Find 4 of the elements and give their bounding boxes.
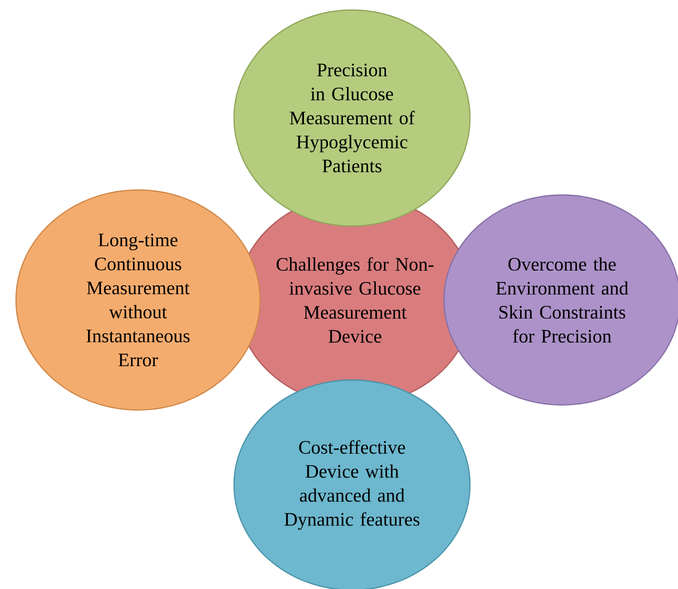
circle-node: Cost-effective Device with advanced and Dynamic features xyxy=(233,379,471,589)
circle-node: Long-time Continuous Measurement without Instantaneous Error xyxy=(15,189,261,411)
circle-node: Precision in Glucose Measurement of Hypoglycemic Patients xyxy=(233,9,471,227)
circle-node: Overcome the Environment and Skin Constraints for Precision xyxy=(443,194,678,406)
